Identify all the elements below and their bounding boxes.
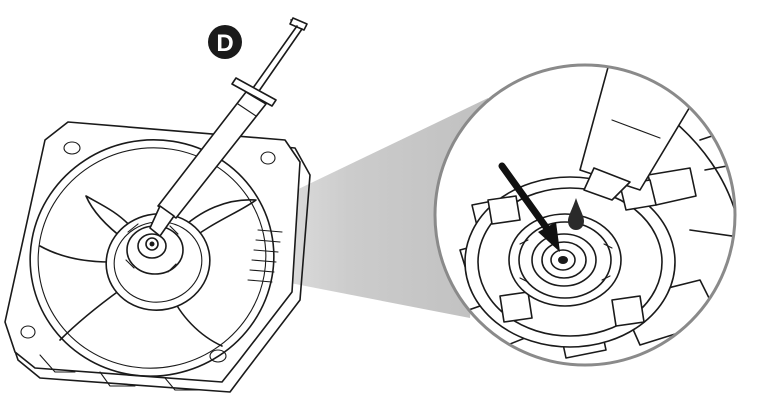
- step-label: D: [216, 30, 233, 57]
- case-fan: [4, 121, 311, 393]
- oil-drop-icon: [568, 198, 584, 230]
- magnify-circle-border: [433, 63, 737, 367]
- fan-hub: [105, 213, 211, 311]
- magnified-bearing-detail: [433, 63, 737, 367]
- step-badge: D: [208, 25, 242, 59]
- fan-frame-ribs: [247, 229, 283, 283]
- step-badge-circle: [208, 25, 242, 59]
- down-right-arrow-icon: [498, 162, 560, 252]
- fan-mount-holes: [20, 141, 276, 363]
- lubricant-syringe: [149, 17, 308, 237]
